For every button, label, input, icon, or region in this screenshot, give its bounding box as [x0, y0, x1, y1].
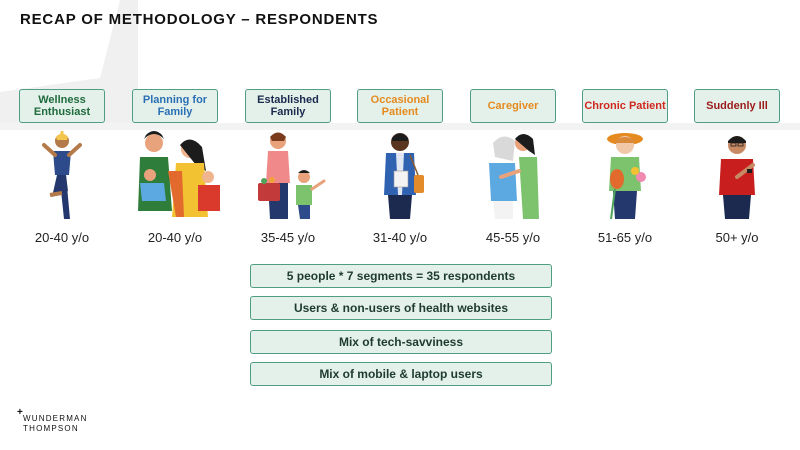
segment-label: Suddenly Ill	[694, 89, 780, 123]
segments-row: Wellness Enthusiast 20-40 y/o Planning f…	[19, 89, 780, 249]
summary-users: Users & non-users of health websites	[250, 296, 552, 320]
segment-label: Occasional Patient	[357, 89, 443, 123]
segment-label: Established Family	[245, 89, 331, 123]
segment-age: 20-40 y/o	[147, 230, 203, 245]
summary-devices: Mix of mobile & laptop users	[250, 362, 552, 386]
segment-age: 31-40 y/o	[372, 230, 428, 245]
segment-label: Wellness Enthusiast	[19, 89, 105, 123]
slide-title: RECAP OF METHODOLOGY – RESPONDENTS	[20, 11, 379, 28]
segment-age: 45-55 y/o	[485, 230, 541, 245]
segment-age: 20-40 y/o	[34, 230, 90, 245]
segment-label: Chronic Patient	[582, 89, 668, 123]
man-with-bag-icon	[384, 133, 424, 219]
segment-label: Caregiver	[470, 89, 556, 123]
segment-age: 50+ y/o	[715, 230, 759, 245]
segment-planning-for-family: Planning for Family 20-40 y/o	[132, 89, 220, 249]
caregiver-hug-icon	[489, 134, 539, 219]
segment-wellness-enthusiast: Wellness Enthusiast 20-40 y/o	[19, 89, 105, 249]
segment-age: 35-45 y/o	[260, 230, 316, 245]
segment-chronic-patient: Chronic Patient 51-65 y/o	[582, 89, 668, 249]
woman-with-flowers-icon	[607, 133, 646, 220]
segment-caregiver: Caregiver 45-55 y/o	[470, 89, 556, 249]
logo-line-1: WUNDERMAN	[23, 414, 88, 423]
logo-plus-icon: +	[17, 407, 25, 418]
segment-occasional-patient: Occasional Patient 31-40 y/o	[357, 89, 443, 249]
segment-label: Planning for Family	[132, 89, 218, 123]
parent-child-shopping-icon	[258, 132, 326, 219]
family-hug-icon	[138, 131, 220, 217]
yoga-person-icon	[42, 131, 82, 219]
segment-age: 51-65 y/o	[597, 230, 653, 245]
logo-line-2: THOMPSON	[23, 424, 79, 433]
company-logo: + WUNDERMAN THOMPSON	[17, 408, 88, 434]
summary-respondents: 5 people * 7 segments = 35 respondents	[250, 264, 552, 288]
man-checking-watch-icon	[719, 136, 755, 219]
segment-suddenly-ill: Suddenly Ill 50+ y/o	[694, 89, 780, 249]
segment-established-family: Established Family 35-45 y/o	[245, 89, 331, 249]
summary-tech-savviness: Mix of tech-savviness	[250, 330, 552, 354]
